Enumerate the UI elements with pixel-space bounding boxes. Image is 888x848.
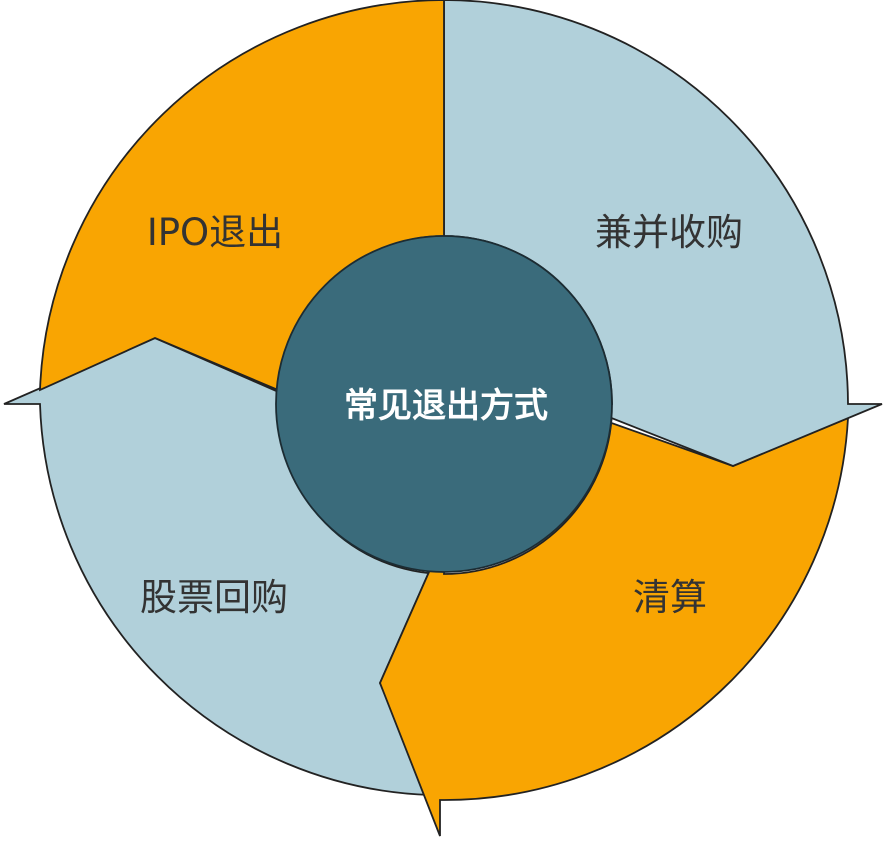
label-ipo: IPO退出 xyxy=(147,211,283,254)
center-label: 常见退出方式 xyxy=(344,386,548,426)
label-merger: 兼并收购 xyxy=(595,211,743,254)
center-circle xyxy=(275,235,613,573)
segment-liquidation xyxy=(379,407,849,837)
label-liquidation: 清算 xyxy=(633,576,707,619)
label-buyback: 股票回购 xyxy=(140,576,288,619)
